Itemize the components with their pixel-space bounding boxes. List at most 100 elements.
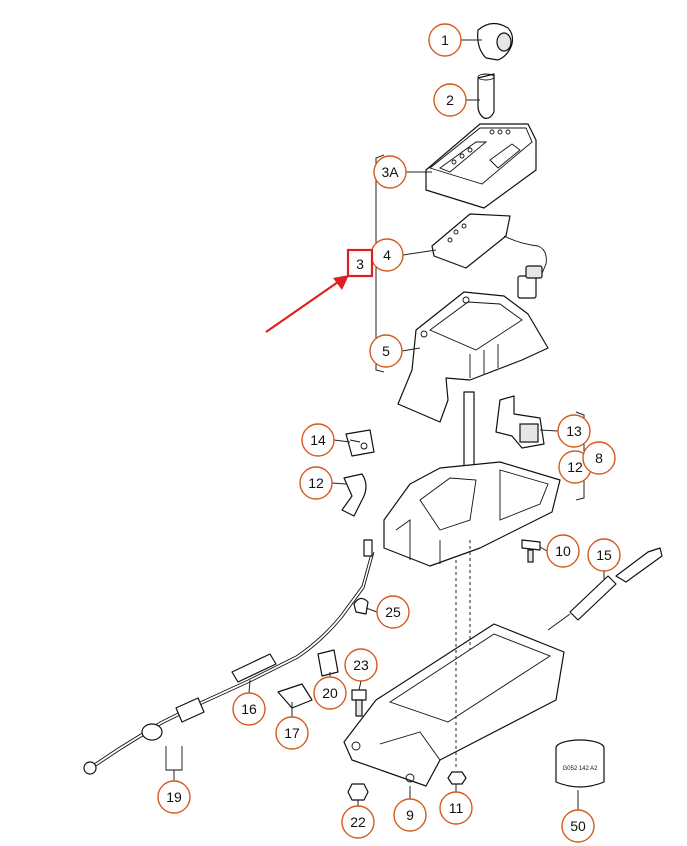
callout-number: 17 xyxy=(284,725,300,741)
leader-line xyxy=(401,347,421,352)
leader-line xyxy=(248,679,251,694)
highlight-label-3: 3 xyxy=(346,248,374,278)
callout-8: 8 xyxy=(582,441,616,475)
u-clip-part xyxy=(165,746,183,771)
callout-50: 50 xyxy=(561,809,595,843)
callout-9: 9 xyxy=(393,798,427,832)
leader-line xyxy=(365,607,378,613)
selector-housing-part xyxy=(397,291,549,423)
bolt-part xyxy=(351,689,367,717)
callout-number: 11 xyxy=(449,800,464,816)
callout-13: 13 xyxy=(557,414,591,448)
leader-line xyxy=(358,680,362,691)
small-screw-part xyxy=(521,539,541,563)
callout-number: 15 xyxy=(596,547,612,563)
highlight-arrow xyxy=(265,275,349,333)
callout-circle xyxy=(439,791,473,825)
callout-number: 9 xyxy=(406,807,414,823)
callout-circle xyxy=(557,414,591,448)
lower-housing-part xyxy=(343,623,565,787)
callout-12: 12 xyxy=(299,466,333,500)
callout-number: 2 xyxy=(446,92,454,108)
callout-5: 5 xyxy=(369,334,403,368)
callout-number: 10 xyxy=(555,543,571,559)
callout-number: 12 xyxy=(308,475,324,491)
callout-number: 4 xyxy=(383,247,391,263)
callout-circle xyxy=(232,692,266,726)
callout-4: 4 xyxy=(370,238,404,272)
bracket-17-part xyxy=(277,683,313,709)
callout-circle xyxy=(433,83,467,117)
callout-25: 25 xyxy=(376,595,410,629)
callout-10: 10 xyxy=(546,534,580,568)
cable-rod-part xyxy=(547,547,663,631)
callout-circle xyxy=(299,466,333,500)
clip-part xyxy=(341,473,367,517)
nut-22-part xyxy=(347,783,369,801)
callout-23: 23 xyxy=(344,648,378,682)
callout-number: 19 xyxy=(166,789,182,805)
callout-circle xyxy=(301,423,335,457)
shift-cable-part xyxy=(83,539,375,775)
micro-switch-part xyxy=(345,429,375,457)
callout-number: 5 xyxy=(382,343,390,359)
callout-number: 1 xyxy=(441,32,449,48)
callout-number: 16 xyxy=(241,701,257,717)
callout-16: 16 xyxy=(232,692,266,726)
ring-stamp-text: G052 142 A2 xyxy=(562,766,598,772)
callout-circle xyxy=(587,538,621,572)
callout-3a: 3A xyxy=(373,155,407,189)
small-clip-part xyxy=(353,597,369,615)
shift-tube-part xyxy=(477,73,495,119)
callout-circle xyxy=(582,441,616,475)
leader-line xyxy=(539,429,559,432)
callout-number: 23 xyxy=(353,657,369,673)
shift-knob-part xyxy=(477,22,514,61)
callout-number: 3A xyxy=(381,164,399,180)
callout-circle xyxy=(393,798,427,832)
callout-number: 14 xyxy=(310,432,326,448)
callout-number: 8 xyxy=(595,450,603,466)
callout-circle xyxy=(546,534,580,568)
callout-number: 50 xyxy=(570,818,586,834)
callout-17: 17 xyxy=(275,716,309,750)
leader-line xyxy=(333,439,351,443)
callout-15: 15 xyxy=(587,538,621,572)
leader-lines xyxy=(173,39,605,810)
callout-14: 14 xyxy=(301,423,335,457)
callout-number: 12 xyxy=(567,459,583,475)
leader-line xyxy=(402,249,437,256)
callout-circle xyxy=(376,595,410,629)
cover-plate-part xyxy=(425,123,537,209)
callout-circle xyxy=(344,648,378,682)
callout-circle xyxy=(369,334,403,368)
callout-1: 1 xyxy=(428,23,462,57)
callout-number: 22 xyxy=(350,814,366,830)
circuit-board-part xyxy=(431,213,547,299)
callout-20: 20 xyxy=(313,676,347,710)
leader-line xyxy=(331,482,347,485)
callout-number: 13 xyxy=(566,423,582,439)
callout-circle xyxy=(157,780,191,814)
callout-number: 25 xyxy=(385,604,401,620)
callout-circle xyxy=(428,23,462,57)
highlight-label-text: 3 xyxy=(356,256,364,272)
callout-11: 11 xyxy=(439,791,473,825)
bracket-20-part xyxy=(317,649,339,677)
callout-circle xyxy=(275,716,309,750)
callout-19: 19 xyxy=(157,780,191,814)
callout-circle xyxy=(313,676,347,710)
ring-part: G052 142 A2 xyxy=(555,739,605,788)
callout-22: 22 xyxy=(341,805,375,839)
callout-number: 20 xyxy=(322,685,338,701)
leader-line xyxy=(539,546,548,552)
lever-base-part xyxy=(383,391,561,567)
callout-circle xyxy=(561,809,595,843)
callout-circle xyxy=(341,805,375,839)
callout-2: 2 xyxy=(433,83,467,117)
nut-11-part xyxy=(447,771,467,785)
solenoid-part xyxy=(495,395,545,449)
callout-circle xyxy=(373,155,407,189)
